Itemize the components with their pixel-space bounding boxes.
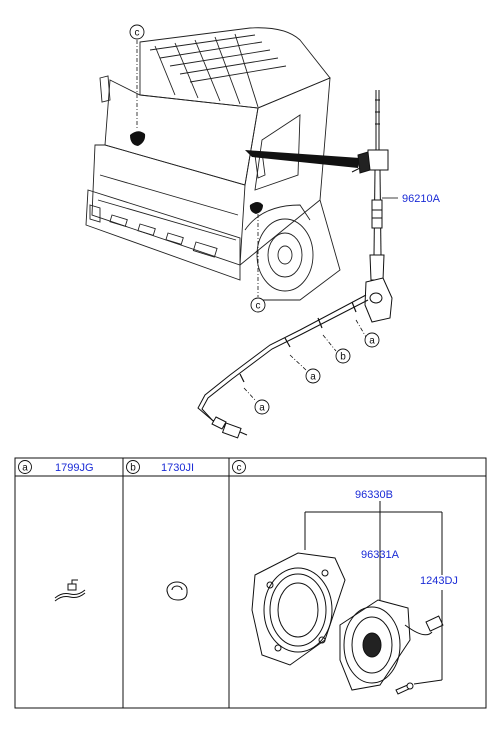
part-label-1243DJ: 1243DJ (420, 575, 458, 587)
svg-text:a: a (22, 463, 28, 474)
antenna-assembly (197, 90, 393, 439)
svg-text:c: c (256, 301, 261, 312)
part-label-1730JI: 1730JI (161, 462, 194, 474)
part-label-1799JG: 1799JG (55, 462, 94, 474)
cable-clip-marks (239, 301, 357, 383)
antenna-cable-wedge (245, 150, 360, 168)
callout-a-2: a (289, 354, 321, 384)
svg-text:c: c (237, 463, 242, 474)
grommet-part (166, 581, 188, 601)
part-label-96210A: 96210A (402, 193, 441, 205)
svg-text:a: a (310, 372, 316, 383)
callout-b-1: b (322, 334, 351, 364)
part-label-96331A: 96331A (361, 549, 400, 561)
clip-tie-part (54, 579, 86, 602)
truck-illustration (85, 27, 341, 301)
speaker-assembly (251, 501, 444, 695)
part-label-96330B: 96330B (355, 489, 393, 501)
speaker-location-door (249, 202, 263, 214)
parts-table (14, 457, 487, 709)
callout-c-bottom: c (250, 297, 266, 313)
svg-text:b: b (340, 352, 346, 363)
callout-c-top: c (129, 24, 145, 40)
svg-text:a: a (369, 336, 375, 347)
table-header-a: a 1799JG (18, 460, 94, 474)
table-header-c: c (232, 460, 246, 474)
svg-text:b: b (130, 463, 136, 474)
speaker-location-dash (130, 131, 146, 146)
svg-text:c: c (135, 28, 140, 39)
callout-a-3: a (243, 387, 270, 415)
svg-text:a: a (259, 403, 265, 414)
callout-a-1: a (355, 319, 380, 348)
table-header-b: b 1730JI (126, 460, 194, 474)
